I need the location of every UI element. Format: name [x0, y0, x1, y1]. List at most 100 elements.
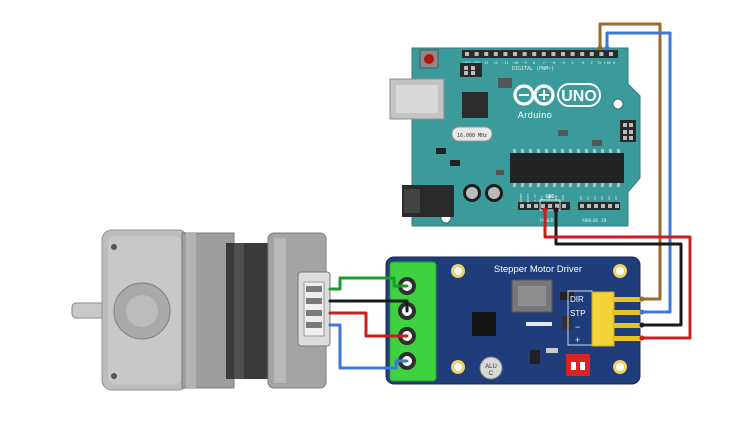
bottom-pin	[580, 204, 584, 208]
crystal	[451, 126, 493, 142]
wire-step-blue	[605, 31, 672, 314]
wire-motor-red	[328, 311, 409, 338]
bottom-pin-label: RESET	[526, 193, 530, 202]
wire-vcc-red	[543, 208, 692, 340]
digital-pin	[541, 52, 546, 56]
chip-pin	[529, 149, 532, 153]
motor-screw-bl	[111, 373, 117, 379]
digital-pin	[609, 52, 613, 56]
chip-pin	[609, 183, 612, 187]
digital-pin-label: ~5	[561, 61, 565, 65]
bottom-pin	[562, 204, 566, 208]
bottom-pin	[615, 204, 619, 208]
digital-pin	[484, 52, 489, 56]
bottom-pin-label: A1	[586, 196, 590, 200]
digital-pin	[522, 52, 527, 56]
chip-pin	[593, 183, 596, 187]
chip-pin	[577, 149, 580, 153]
digital-pin	[493, 52, 498, 56]
digital-pin	[465, 52, 469, 56]
wires	[328, 22, 692, 370]
bottom-pin-label: A3	[600, 196, 604, 200]
digital-pin-label: 8	[533, 61, 535, 65]
uno-badge	[557, 83, 601, 107]
digital-pin	[580, 52, 585, 56]
dir-label: DIR	[570, 295, 584, 304]
bottom-pin	[601, 204, 605, 208]
digital-pin-label: ~3	[580, 61, 584, 65]
bottom-pin	[541, 204, 545, 208]
bottom-pin-label: A2	[593, 196, 597, 200]
digital-header	[462, 50, 618, 58]
digital-pin	[551, 52, 556, 56]
mount-hole-tr	[612, 98, 624, 110]
brand-name: Arduino	[518, 110, 553, 120]
chip-pin	[569, 149, 572, 153]
alu-label-2: C	[489, 371, 494, 377]
bottom-pin-label: GND	[547, 195, 551, 201]
bottom-pin	[548, 204, 552, 208]
plus-label: +	[575, 335, 580, 345]
chip-pin	[553, 149, 556, 153]
motor-dark-stack	[226, 243, 270, 379]
digital-pin	[599, 52, 604, 56]
alu-label: ALU	[485, 364, 497, 370]
digital-pin-label: 13	[484, 61, 488, 65]
bottom-pin	[587, 204, 591, 208]
usb-chip	[462, 92, 488, 118]
bottom-pin	[594, 204, 598, 208]
wire-endpoints	[542, 45, 645, 341]
chip-pin	[553, 183, 556, 187]
header-pins	[612, 297, 642, 341]
wire-dir-brown	[598, 22, 662, 301]
dip-switch	[566, 354, 590, 376]
chip-pin	[545, 183, 548, 187]
alu-capacitor	[479, 356, 503, 380]
digital-pin-label: RX 0	[607, 61, 615, 65]
bottom-pin-label: 5V	[540, 196, 544, 200]
digital-pin-label: 4	[572, 61, 574, 65]
gnd-pin-label: GND	[545, 194, 554, 200]
chip-pin	[521, 149, 524, 153]
driver-pcb	[385, 256, 641, 385]
chip-pin	[529, 183, 532, 187]
chip-pin	[593, 149, 596, 153]
digital-pin	[532, 52, 537, 56]
chip-pin	[585, 149, 588, 153]
bottom-pin	[534, 204, 538, 208]
digital-pin	[474, 52, 479, 56]
chip-pin	[537, 149, 540, 153]
driver-title: Stepper Motor Driver	[494, 264, 582, 275]
wire-motor-blue	[328, 323, 409, 370]
stepper-motor	[71, 229, 331, 391]
minus-label: −	[575, 322, 580, 332]
gnd-pin-highlight	[539, 199, 561, 211]
digital-pin-label: 2	[591, 61, 593, 65]
digital-pin-label: 12	[494, 61, 498, 65]
digital-pin-label: ~11	[502, 61, 508, 65]
driver-ic	[472, 312, 496, 336]
digital-pin-label: ~10	[512, 61, 518, 65]
digital-pin-label: 7	[543, 61, 545, 65]
chip-pin	[561, 149, 564, 153]
power-label: POWER	[540, 218, 554, 224]
arduino-logo	[513, 84, 555, 106]
digital-pin	[561, 52, 565, 56]
chip-pin	[513, 149, 516, 153]
bottom-pin	[527, 204, 531, 208]
chip-pin	[601, 183, 604, 187]
digital-pin	[513, 52, 517, 56]
digital-label: DIGITAL (PWM~)	[512, 66, 554, 72]
bottom-pin-label: VIN	[561, 195, 565, 201]
chip-pin	[513, 183, 516, 187]
bottom-pin	[608, 204, 612, 208]
chip-pin	[617, 149, 620, 153]
wire-gnd-black	[554, 208, 683, 327]
control-header	[591, 291, 615, 347]
digital-pin-label: ~6	[551, 61, 555, 65]
digital-pin-label: TX 1	[597, 61, 605, 65]
motor-screw-tl	[111, 244, 117, 250]
chip-pin	[561, 183, 564, 187]
